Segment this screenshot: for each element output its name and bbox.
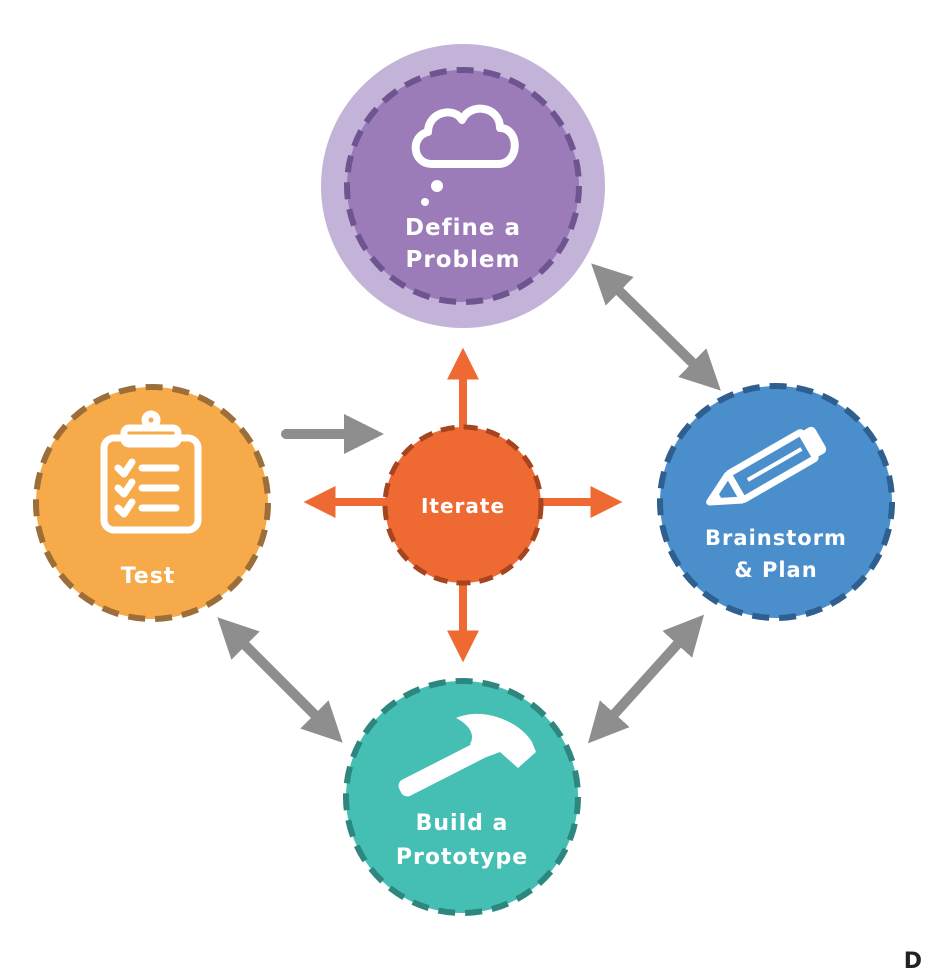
- node-brainstorm-plan: Brainstorm & Plan: [657, 383, 895, 621]
- hammer-icon: [398, 713, 536, 797]
- node-define-problem: Define a Problem: [321, 44, 605, 328]
- iterate-label: Iterate: [421, 494, 505, 518]
- define-label-line1: Define a: [405, 215, 521, 241]
- brainstorm-label-line2: & Plan: [734, 558, 817, 582]
- brainstorm-label-line1: Brainstorm: [705, 526, 847, 550]
- arrow-define-brainstorm: [591, 263, 721, 391]
- arrow-brainstorm-build: [587, 614, 705, 744]
- node-test: Test: [33, 384, 271, 622]
- define-label-line2: Problem: [406, 247, 521, 273]
- build-label-line1: Build a: [416, 811, 509, 836]
- test-label: Test: [121, 564, 176, 589]
- node-iterate: Iterate: [382, 424, 544, 586]
- corner-text: D: [903, 949, 922, 974]
- node-build-prototype: Build a Prototype: [343, 678, 581, 916]
- thought-cloud-icon: [411, 104, 519, 168]
- pencil-icon: [706, 426, 827, 506]
- arrow-build-test: [217, 617, 343, 743]
- build-label-line2: Prototype: [396, 845, 528, 870]
- clipboard-checklist-icon: [100, 410, 202, 534]
- thought-bubble-large: [431, 180, 443, 192]
- thought-bubble-small: [421, 198, 429, 206]
